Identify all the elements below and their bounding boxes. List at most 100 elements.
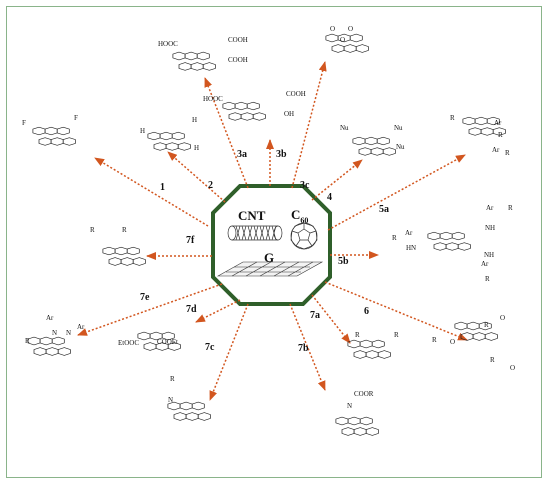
aromatic-ring bbox=[143, 342, 157, 351]
aromatic-ring bbox=[352, 136, 366, 146]
aromatic-ring bbox=[137, 331, 151, 341]
aromatic-ring bbox=[480, 127, 494, 136]
atom-label: Ar bbox=[77, 323, 85, 331]
aromatic-ring bbox=[222, 101, 236, 111]
reaction-arrow bbox=[94, 157, 209, 227]
aromatic-ring bbox=[102, 246, 116, 256]
reaction-arrow bbox=[167, 151, 226, 203]
label-c60: C60 bbox=[291, 207, 308, 225]
reaction-arrow bbox=[327, 154, 466, 231]
aromatic-ring bbox=[184, 51, 198, 61]
aromatic-ring bbox=[153, 142, 167, 151]
reaction-arrow bbox=[195, 299, 241, 323]
aromatic-ring bbox=[445, 242, 459, 251]
nanotube-icon bbox=[227, 225, 283, 241]
atom-label: R bbox=[25, 337, 30, 345]
aromatic-ring bbox=[51, 336, 65, 346]
atom-label: R bbox=[90, 226, 95, 234]
atom-label: O bbox=[450, 338, 455, 346]
aromatic-ring bbox=[234, 101, 248, 111]
graphene-sheet-icon bbox=[216, 261, 324, 277]
atom-label: EtOOC bbox=[118, 339, 139, 347]
aromatic-ring bbox=[331, 44, 345, 53]
atom-label: R bbox=[505, 149, 510, 157]
aromatic-ring bbox=[27, 336, 41, 346]
aromatic-ring bbox=[159, 131, 173, 141]
atom-label: R bbox=[432, 336, 437, 344]
aromatic-ring bbox=[347, 339, 361, 349]
aromatic-ring bbox=[108, 257, 122, 266]
atom-label: R bbox=[490, 356, 495, 364]
atom-label: Ar bbox=[494, 119, 502, 127]
aromatic-ring bbox=[167, 342, 181, 351]
reaction-arrow bbox=[77, 283, 223, 336]
aromatic-ring bbox=[202, 62, 216, 71]
atom-label: Ar bbox=[405, 229, 413, 237]
atom-label: R bbox=[485, 275, 490, 283]
atom-label: Nu bbox=[394, 124, 403, 132]
atom-label: OH bbox=[284, 110, 294, 118]
aromatic-ring bbox=[451, 231, 465, 241]
product-molecule: FF bbox=[22, 114, 78, 146]
route-label: 5b bbox=[338, 256, 349, 267]
atom-label: N bbox=[168, 396, 173, 404]
atom-label: HOOC bbox=[158, 40, 178, 48]
atom-label: O bbox=[348, 25, 353, 33]
aromatic-ring bbox=[171, 131, 185, 141]
aromatic-ring bbox=[196, 51, 210, 61]
route-label: 3a bbox=[237, 149, 247, 160]
atom-label: O bbox=[330, 25, 335, 33]
aromatic-ring bbox=[240, 112, 254, 121]
reaction-arrow bbox=[324, 281, 468, 341]
aromatic-ring bbox=[44, 126, 58, 136]
label-c: C bbox=[291, 207, 300, 222]
atom-label: R bbox=[508, 204, 513, 212]
aromatic-ring bbox=[365, 427, 379, 436]
aromatic-ring bbox=[371, 339, 385, 349]
aromatic-ring bbox=[178, 62, 192, 71]
atom-label: R bbox=[122, 226, 127, 234]
aromatic-ring bbox=[484, 332, 498, 341]
atom-label: COOH bbox=[228, 56, 248, 64]
aromatic-ring bbox=[62, 137, 76, 146]
aromatic-ring bbox=[33, 347, 47, 356]
label-g: G bbox=[264, 250, 274, 265]
route-label: 5a bbox=[379, 204, 389, 215]
aromatic-ring bbox=[382, 147, 396, 156]
aromatic-ring bbox=[376, 136, 390, 146]
aromatic-ring bbox=[359, 339, 373, 349]
aromatic-ring bbox=[353, 427, 367, 436]
label-cnt: CNT bbox=[238, 208, 266, 223]
atom-label: Ar bbox=[481, 260, 489, 268]
aromatic-ring bbox=[179, 401, 193, 411]
atom-label: Nu bbox=[340, 124, 349, 132]
product-molecule: HHH bbox=[140, 116, 199, 152]
route-label: 7a bbox=[310, 310, 320, 321]
aromatic-ring bbox=[50, 137, 64, 146]
aromatic-ring bbox=[191, 401, 205, 411]
atom-label: HOOC bbox=[203, 95, 223, 103]
aromatic-ring bbox=[161, 331, 175, 341]
atom-label: NH bbox=[485, 224, 495, 232]
fullerene-icon bbox=[290, 222, 318, 250]
aromatic-ring bbox=[468, 127, 482, 136]
route-label: 4 bbox=[327, 192, 332, 203]
aromatic-ring bbox=[474, 116, 488, 126]
atom-label: Ar bbox=[486, 204, 494, 212]
aromatic-ring bbox=[39, 336, 53, 346]
